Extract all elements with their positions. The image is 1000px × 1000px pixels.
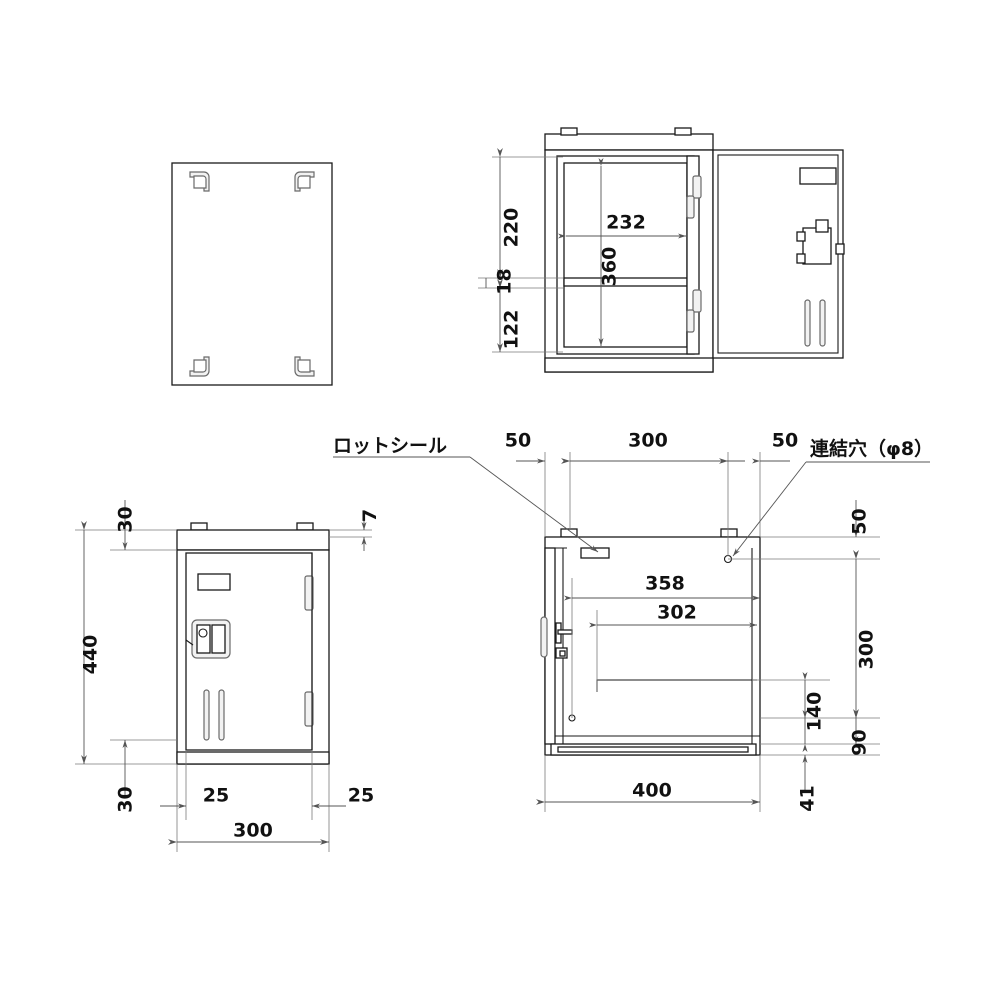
dim-front-440: 440 <box>79 634 102 675</box>
side-handle-detail <box>540 616 573 659</box>
dim-side-41: 41 <box>796 785 819 812</box>
dim-front-bottom-30: 30 <box>114 786 137 813</box>
rear-view-geometry <box>171 162 333 386</box>
callout-leaders <box>333 456 930 557</box>
dim-open-232: 232 <box>606 211 646 234</box>
dim-side-300-span: 300 <box>628 429 668 452</box>
callout-link-hole: 連結穴（φ8） <box>810 438 934 460</box>
dim-side-90: 90 <box>848 729 871 756</box>
open-view-dimensions <box>478 148 686 353</box>
dim-side-302: 302 <box>657 601 697 624</box>
dim-open-18: 18 <box>493 268 516 295</box>
dim-open-122: 122 <box>500 309 523 350</box>
open-door-view-geometry <box>544 127 845 373</box>
front-view-geometry <box>176 522 330 765</box>
dim-front-top-30: 30 <box>114 506 137 533</box>
dim-side-400: 400 <box>632 779 672 802</box>
dim-open-220: 220 <box>500 207 523 248</box>
dim-side-right-50: 50 <box>771 429 799 452</box>
front-view-dimensions <box>75 500 372 852</box>
dim-front-right-25: 25 <box>347 784 375 807</box>
side-view-geometry <box>540 528 761 756</box>
dim-side-top-50: 50 <box>848 508 871 535</box>
dim-side-left-50: 50 <box>504 429 532 452</box>
dim-front-300: 300 <box>233 819 273 842</box>
callout-lot-seal: ロットシール <box>333 435 448 457</box>
side-view-dimensions <box>516 452 880 812</box>
dim-side-358: 358 <box>645 572 685 595</box>
door-handle-detail <box>185 619 231 659</box>
dim-front-cap-7: 7 <box>359 508 382 523</box>
dim-open-360: 360 <box>598 246 621 287</box>
dim-side-300: 300 <box>855 629 878 670</box>
dim-side-140: 140 <box>803 691 826 732</box>
dim-front-left-25: 25 <box>202 784 230 807</box>
